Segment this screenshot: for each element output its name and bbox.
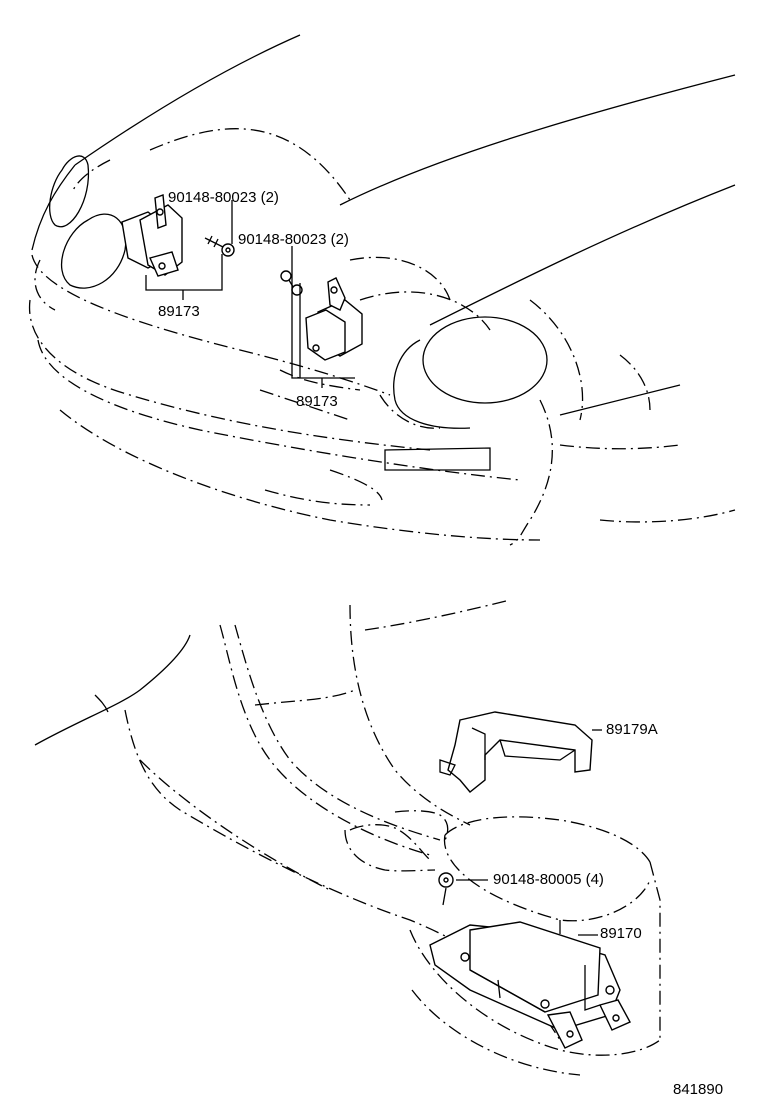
bolt-left-icon <box>204 235 235 257</box>
callout-bolt-console: 90148-80005 (4) <box>493 871 604 888</box>
front-sensor-right <box>305 277 363 361</box>
front-sensor-left <box>121 194 183 277</box>
bottom-leader-lines <box>456 729 602 936</box>
callout-bolt-right: 90148-80023 (2) <box>238 231 349 248</box>
airbag-sensor-assembly <box>429 921 631 1049</box>
console-outline <box>34 599 661 1076</box>
bracket-89179a <box>439 711 593 793</box>
callout-bolt-left: 90148-80023 (2) <box>168 189 279 206</box>
callout-bracket: 89179A <box>606 721 658 738</box>
diagram-number: 841890 <box>673 1081 724 1098</box>
callout-airbag-unit: 89170 <box>600 925 642 942</box>
bolt-console-icon <box>438 872 454 906</box>
callout-sensor-left: 89173 <box>158 303 200 320</box>
callout-sensor-right: 89173 <box>296 393 338 410</box>
top-leader-lines <box>145 200 355 388</box>
car-front-outline <box>28 34 736 546</box>
